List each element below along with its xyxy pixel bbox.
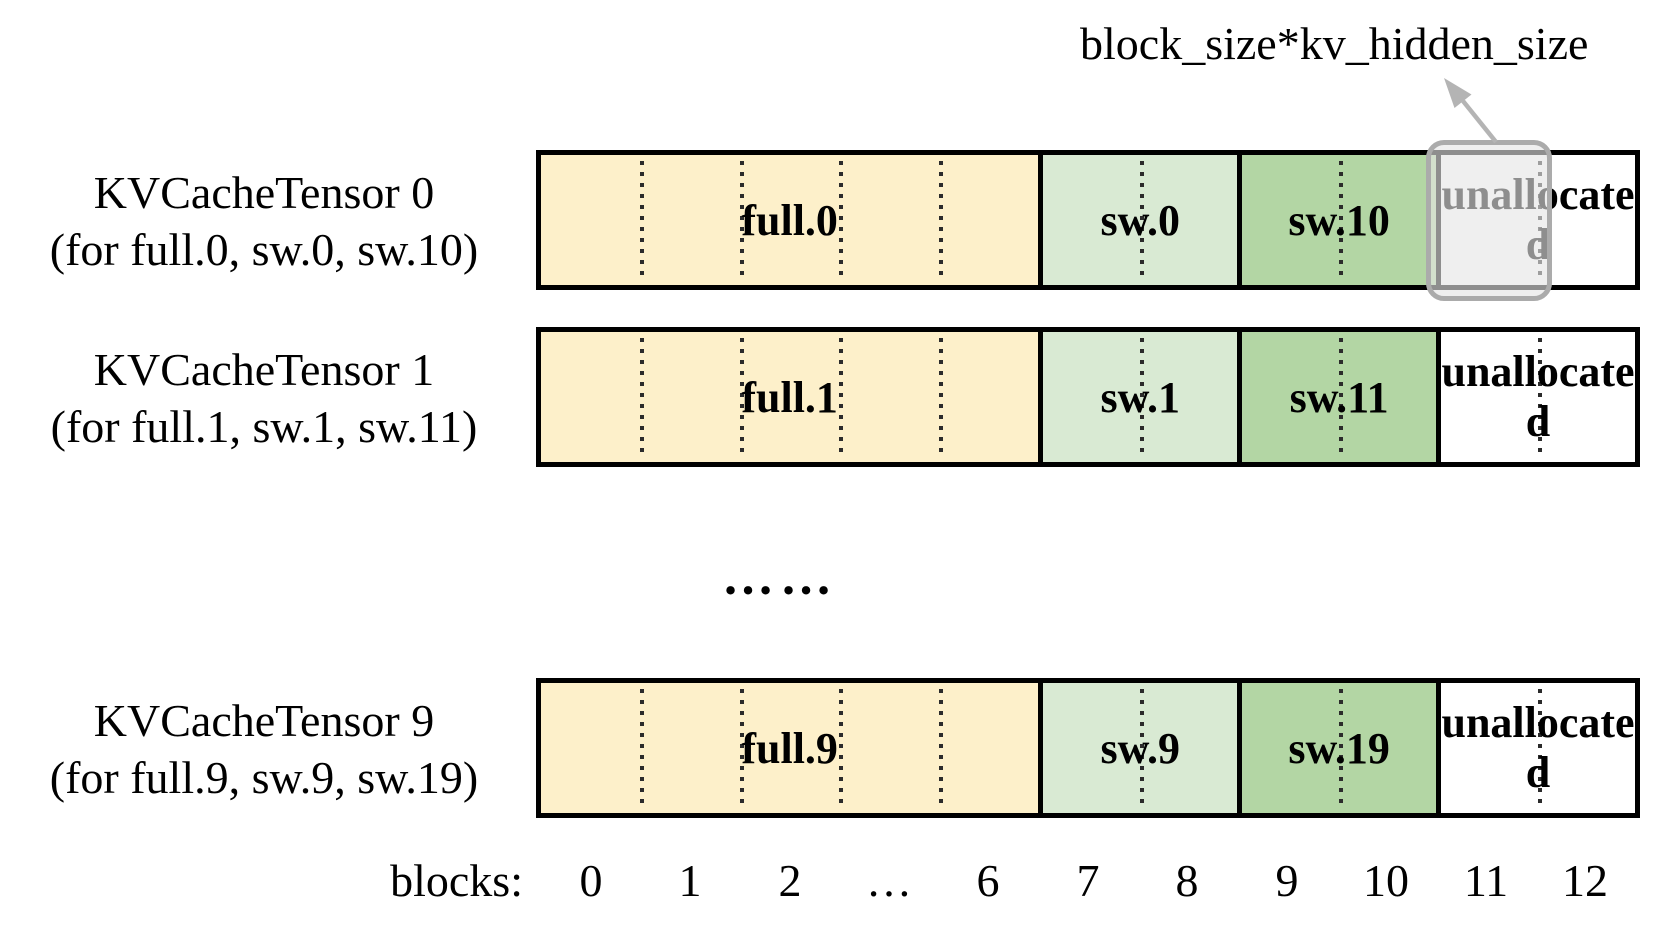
segment-unallocated: unallocated [1436,683,1635,813]
segment-label: sw.11 [1289,372,1389,422]
row-title: KVCacheTensor 0 [93,167,435,218]
row-title: KVCacheTensor 1 [93,344,435,395]
block-divider [938,161,943,279]
row-subtitle: (for full.0, sw.0, sw.10) [49,224,479,275]
block-divider [1339,161,1344,279]
segment-label: full.1 [741,372,838,422]
block-divider [1140,689,1145,807]
axis-tick: 11 [1463,855,1509,906]
block-divider [938,689,943,807]
segment-label: full.9 [741,723,838,773]
block-divider [1538,689,1543,807]
block-divider [1140,338,1145,456]
block-highlight-box [1426,140,1552,301]
block-divider [1538,338,1543,456]
axis-tick: 2 [778,855,802,906]
axis-tick: 7 [1076,855,1100,906]
blocks-axis-label: blocks: [390,855,523,906]
block-divider [739,161,744,279]
axis-tick: … [866,855,912,906]
segment-sw-low: sw.0 [1038,155,1238,285]
segment-full: full.1 [541,332,1039,462]
segment-full: full.9 [541,683,1039,813]
segment-sw-high: sw.11 [1237,332,1437,462]
block-divider [839,161,844,279]
segment-sw-high: sw.10 [1237,155,1437,285]
axis-tick: 12 [1562,855,1608,906]
row-title: KVCacheTensor 9 [93,695,435,746]
block-divider [640,338,645,456]
row-label-tensor-1: KVCacheTensor 1 (for full.1, sw.1, sw.11… [10,341,518,455]
segment-label: sw.0 [1100,195,1180,245]
block-divider [739,689,744,807]
block-size-annotation: block_size*kv_hidden_size [1080,18,1589,69]
segment-label: full.0 [741,195,838,245]
segment-label: sw.10 [1288,195,1390,245]
axis-tick: 10 [1363,855,1409,906]
segment-sw-high: sw.19 [1237,683,1437,813]
segment-sw-low: sw.9 [1038,683,1238,813]
axis-tick: 1 [678,855,702,906]
segment-label: sw.19 [1288,723,1390,773]
row-label-tensor-0: KVCacheTensor 0 (for full.0, sw.0, sw.10… [10,164,518,278]
axis-tick: 8 [1175,855,1199,906]
block-divider [938,338,943,456]
segment-unallocated: unallocated [1436,332,1635,462]
rows-ellipsis: …… [722,549,838,606]
axis-tick: 0 [579,855,603,906]
axis-tick: 6 [976,855,1000,906]
segment-full: full.0 [541,155,1039,285]
block-divider [839,689,844,807]
block-divider [739,338,744,456]
segment-label: sw.9 [1100,723,1180,773]
block-divider [1140,161,1145,279]
row-subtitle: (for full.9, sw.9, sw.19) [49,752,479,803]
block-divider [640,689,645,807]
row-label-tensor-9: KVCacheTensor 9 (for full.9, sw.9, sw.19… [10,692,518,806]
row-subtitle: (for full.1, sw.1, sw.11) [50,401,478,452]
segment-label: unallocated [1441,347,1635,446]
segment-label: sw.1 [1100,372,1180,422]
block-divider [1339,338,1344,456]
axis-tick: 9 [1275,855,1299,906]
segment-sw-low: sw.1 [1038,332,1238,462]
kvcache-tensor-bar-1: full.1 sw.1 sw.11 unallocated [536,327,1640,467]
kvcache-tensor-bar-9: full.9 sw.9 sw.19 unallocated [536,678,1640,818]
block-divider [640,161,645,279]
block-divider [839,338,844,456]
block-divider [1339,689,1344,807]
segment-label: unallocated [1441,698,1635,797]
